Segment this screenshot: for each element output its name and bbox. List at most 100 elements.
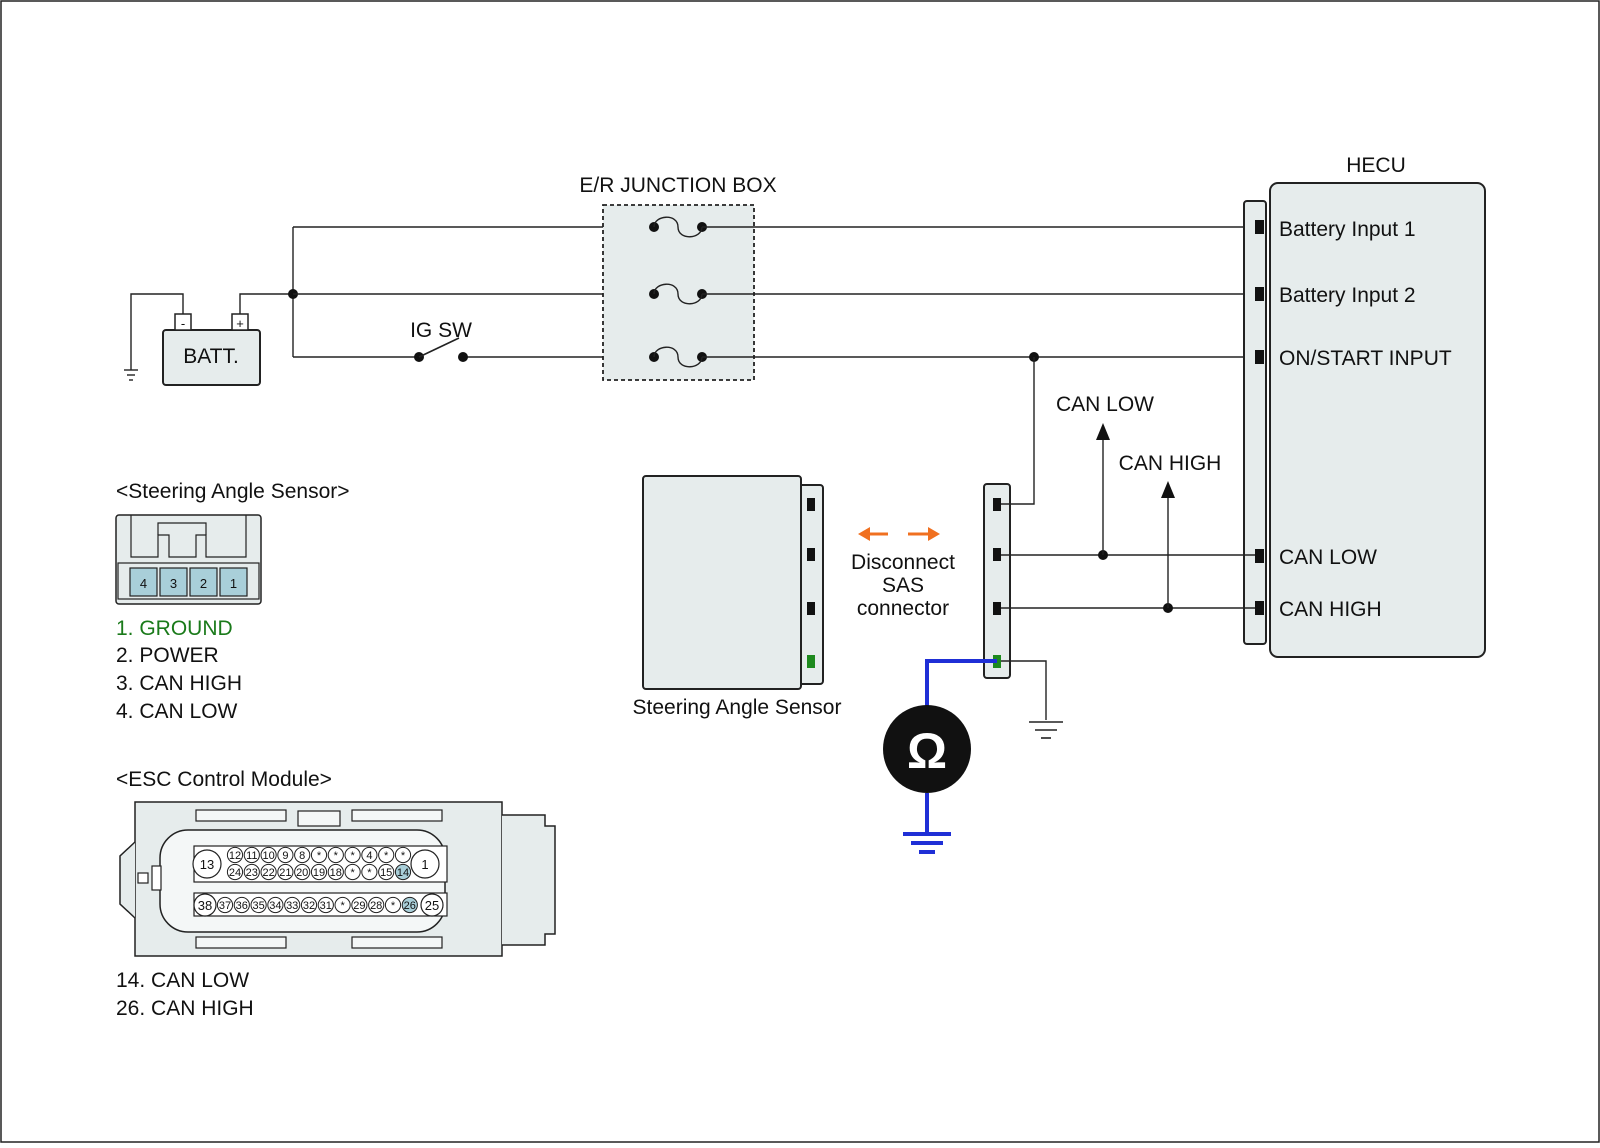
esc-pin <box>334 896 351 914</box>
hecu-pin <box>1255 220 1264 234</box>
esc-pin-label: 9 <box>282 850 288 862</box>
esc-pin <box>243 863 260 881</box>
esc-pin <box>300 896 318 914</box>
esc-big-pin <box>193 893 217 917</box>
esc-pin <box>344 863 361 881</box>
esc-pin <box>394 863 412 881</box>
esc-pin-label: 14 <box>397 867 409 879</box>
esc-pin-label: * <box>391 900 396 912</box>
harness-pin <box>993 548 1001 561</box>
meter-ground-icon <box>903 832 951 854</box>
esc-pin-label: 15 <box>380 867 392 879</box>
battery-plus-sign: + <box>236 316 244 331</box>
sas-pin <box>807 498 815 511</box>
esc-pin <box>294 863 311 881</box>
esc-pin <box>267 896 284 914</box>
sas-pin <box>807 602 815 615</box>
sas-ground-wire <box>1001 660 1047 720</box>
hecu-input-can-high: CAN HIGH <box>1279 598 1382 621</box>
battery-positive-wire <box>239 293 293 314</box>
esc-pin <box>344 846 361 864</box>
esc-pin-label: 32 <box>303 900 315 912</box>
esc-pin-label: 28 <box>370 900 382 912</box>
sas-pinout-power: 2. POWER <box>116 644 219 667</box>
esc-pin <box>310 846 328 864</box>
sas-connector-pin <box>159 567 188 597</box>
esc-pin-label: 19 <box>313 867 325 879</box>
esc-pin <box>250 896 267 914</box>
disconnect-note-line-2: SAS <box>882 574 924 597</box>
sas-pinout-can-high: 3. CAN HIGH <box>116 672 242 695</box>
esc-big-pin <box>420 893 444 917</box>
esc-pin-label: 36 <box>236 900 248 912</box>
esc-pin <box>327 846 344 864</box>
meter-lead-positive <box>925 659 997 708</box>
sas-pinout-can-low: 4. CAN LOW <box>116 700 238 723</box>
hecu-input-can-low: CAN LOW <box>1279 546 1377 569</box>
esc-pin <box>277 846 294 864</box>
sas-connector-pin-label: 1 <box>230 576 237 591</box>
esc-pin <box>384 896 402 914</box>
esc-pin <box>243 846 260 864</box>
sas-connector-face: 4 3 2 1 <box>115 514 262 605</box>
esc-pin-38-label: 38 <box>198 898 212 913</box>
esc-pin-label: * <box>367 867 372 879</box>
esc-pin-label: * <box>384 850 389 862</box>
battery: - + BATT. <box>162 313 261 386</box>
sas-connector-pin-label: 3 <box>170 576 177 591</box>
sas-connector-pin <box>219 567 248 597</box>
sas-harness-connector <box>983 483 1011 679</box>
hecu-connector <box>1243 200 1267 645</box>
esc-connector-title: <ESC Control Module> <box>116 768 332 791</box>
harness-pin <box>993 498 1001 511</box>
sas-connector-pin-label: 2 <box>200 576 207 591</box>
esc-pin-label: 34 <box>269 900 281 912</box>
disconnect-note-line-1: Disconnect <box>851 551 955 574</box>
sas-connector-title: <Steering Angle Sensor> <box>116 480 350 503</box>
esc-pin-label: * <box>334 850 339 862</box>
esc-pin <box>361 863 378 881</box>
esc-pin <box>378 846 395 864</box>
esc-pin-label: 11 <box>246 850 257 862</box>
esc-pin-label: 26 <box>404 900 416 912</box>
esc-pin <box>378 863 395 881</box>
esc-pin-label: * <box>317 850 322 862</box>
can-high-label: CAN HIGH <box>1119 452 1222 475</box>
sas-ground-pin <box>807 655 815 668</box>
ig-sw-label: IG SW <box>410 319 472 342</box>
chassis-ground-icon <box>124 369 138 381</box>
esc-pinout-can-high: 26. CAN HIGH <box>116 997 254 1020</box>
esc-pin <box>317 896 334 914</box>
steering-angle-sensor: Steering Angle Sensor <box>633 475 841 719</box>
hecu-input-on-start: ON/START INPUT <box>1279 347 1452 370</box>
hecu-input-battery-2: Battery Input 2 <box>1279 284 1416 307</box>
esc-pin-label: 10 <box>262 850 274 862</box>
sas-connector-pin-label: 4 <box>140 576 147 591</box>
hecu-module: HECU Battery Input 1 Battery Input 2 ON/… <box>1243 154 1486 658</box>
esc-pin <box>368 896 385 914</box>
battery-ground-wire <box>130 293 184 370</box>
junction-box-title: E/R JUNCTION BOX <box>579 174 776 197</box>
sas-connector-pin <box>189 567 218 597</box>
junction-box: E/R JUNCTION BOX <box>579 174 777 381</box>
esc-pin <box>310 863 328 881</box>
hecu-pin <box>1255 549 1264 563</box>
esc-pin <box>216 896 234 914</box>
esc-pin-label: 24 <box>229 867 241 879</box>
can-high-arrow-icon <box>1161 481 1175 498</box>
esc-pin <box>260 863 277 881</box>
esc-pin-label: 18 <box>330 867 342 879</box>
battery-minus-sign: - <box>181 316 185 331</box>
esc-pin <box>233 896 250 914</box>
esc-pin-label: 20 <box>296 867 308 879</box>
esc-pin-label: 37 <box>219 900 231 912</box>
esc-pin-label: 29 <box>353 900 365 912</box>
esc-pin-label: 12 <box>229 850 241 862</box>
esc-pin-25-label: 25 <box>425 898 439 913</box>
disconnect-note-line-3: connector <box>857 597 949 620</box>
fuse-1 <box>649 216 707 238</box>
can-low-label: CAN LOW <box>1056 393 1154 416</box>
